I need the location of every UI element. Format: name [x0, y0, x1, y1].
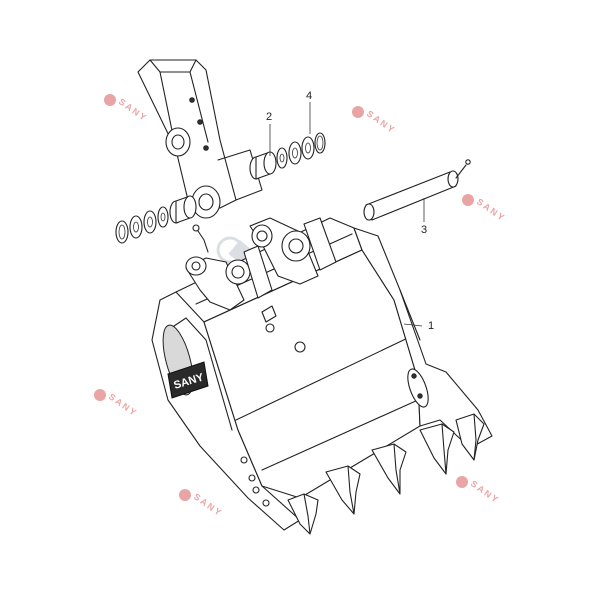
callout-4: 4: [306, 90, 312, 102]
watermark-bottom-right: SANY: [456, 476, 502, 506]
grease-fitting: [192, 224, 209, 253]
watermark-bottom-left: SANY: [94, 389, 140, 419]
bucket-tooth-2: [325, 465, 361, 515]
watermark-text: SANY: [107, 391, 140, 418]
mounting-bracket-right: [249, 217, 337, 285]
watermark-text: SANY: [117, 96, 150, 123]
bolt-nut: [261, 305, 277, 333]
callout-2: 2: [266, 111, 272, 123]
bucket-tooth-1: [287, 493, 319, 535]
watermark-text: SANY: [192, 491, 225, 518]
arm-link: [137, 59, 263, 219]
bucket-tooth-5: [455, 413, 485, 461]
watermark-top-left: SANY: [104, 94, 150, 124]
watermark-text: SANY: [475, 196, 508, 223]
brand-plate: SANY: [167, 361, 209, 399]
bushing-right: [249, 151, 277, 180]
bushing-left: [169, 195, 197, 224]
bucket-tooth-4: [419, 423, 455, 475]
washer-set-right: [276, 132, 326, 169]
watermark-top-right: SANY: [352, 106, 398, 136]
callout-1: 1: [428, 320, 434, 332]
watermark-text: SANY: [365, 108, 398, 135]
callout-3: 3: [421, 224, 427, 236]
bucket-pin: [363, 159, 471, 221]
callout-leaders: [269, 102, 425, 327]
mounting-bracket-left: [185, 245, 273, 311]
bucket-tooth-3: [371, 443, 407, 495]
washer-set-left: [115, 206, 169, 244]
watermark-mid-right: SANY: [462, 194, 508, 224]
watermark-text: SANY: [469, 478, 502, 505]
watermark-bottom-mid: SANY: [179, 489, 225, 519]
